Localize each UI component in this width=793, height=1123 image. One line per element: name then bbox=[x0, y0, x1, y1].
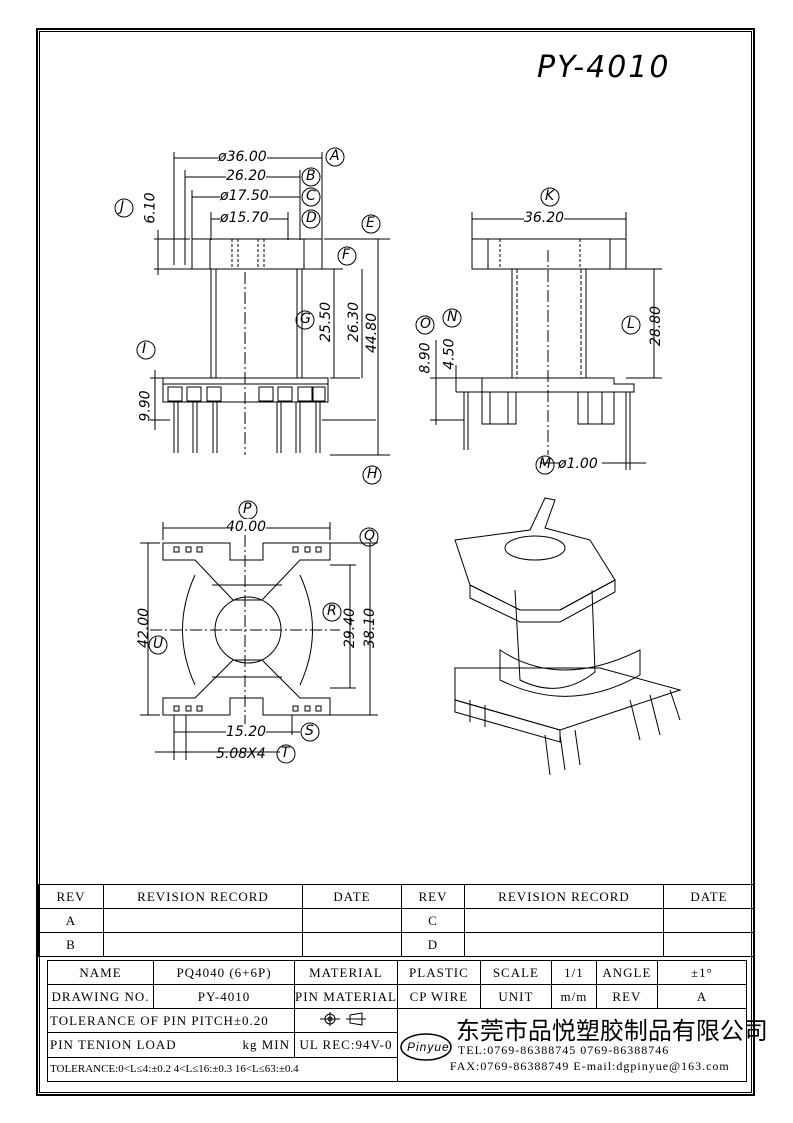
drawing-sheet bbox=[36, 28, 755, 1096]
label-n: N bbox=[447, 309, 458, 325]
dim-42: 42.00 bbox=[136, 607, 153, 649]
label-circles bbox=[114, 147, 641, 764]
label-p: P bbox=[243, 501, 252, 517]
label-h: H bbox=[367, 466, 378, 482]
dim-29-4: 29.40 bbox=[342, 607, 359, 649]
label-e: E bbox=[366, 215, 375, 231]
label-j: J bbox=[120, 199, 125, 215]
pin-material-label: PIN MATERIAL bbox=[294, 984, 398, 1009]
rev-header-2: REV bbox=[401, 884, 465, 909]
revision-record-header: REVISION RECORD bbox=[103, 884, 303, 909]
label-t: T bbox=[281, 745, 290, 761]
angle-label: ANGLE bbox=[595, 960, 658, 985]
label-l: L bbox=[627, 316, 635, 332]
rev-c: C bbox=[401, 908, 465, 933]
pin-material-value: CP WIRE bbox=[396, 984, 481, 1009]
label-u: U bbox=[153, 636, 164, 652]
label-a: A bbox=[330, 148, 340, 164]
name-value: PQ4040 (6+6P) bbox=[153, 960, 295, 985]
label-q: Q bbox=[364, 528, 376, 544]
label-d: D bbox=[306, 210, 317, 226]
svg-text:Pinyue: Pinyue bbox=[407, 1040, 450, 1054]
dim-6-1: 6.10 bbox=[142, 192, 159, 224]
angle-value: ±1° bbox=[656, 960, 748, 985]
material-value: PLASTIC bbox=[396, 960, 481, 985]
rev-label: REV bbox=[595, 984, 658, 1009]
dim-26-3: 26.30 bbox=[346, 301, 363, 343]
label-i: I bbox=[142, 341, 147, 357]
rev-d: D bbox=[401, 932, 465, 957]
dim-15-7: ø15.70 bbox=[220, 210, 269, 226]
label-m: M bbox=[539, 456, 552, 472]
drawing-no-value: PY-4010 bbox=[153, 984, 295, 1009]
dim-28-8: 28.80 bbox=[648, 305, 665, 347]
name-label: NAME bbox=[47, 960, 154, 985]
date-header-2: DATE bbox=[663, 884, 755, 909]
ul-rating: UL REC:94V-0 bbox=[294, 1032, 398, 1058]
dim-26-2: 26.20 bbox=[226, 168, 267, 184]
general-tolerance: TOLERANCE:0<L≤4:±0.2 4<L≤16:±0.3 16<L≤63… bbox=[47, 1056, 398, 1083]
scale-label: SCALE bbox=[479, 960, 552, 985]
isometric-view bbox=[454, 497, 682, 776]
label-b: B bbox=[306, 168, 316, 184]
dim-44-8: 44.80 bbox=[364, 312, 381, 354]
label-o: O bbox=[420, 316, 432, 332]
drawing-no-label: DRAWING NO. bbox=[47, 984, 154, 1009]
material-label: MATERIAL bbox=[294, 960, 398, 985]
revision-table: REV REVISION RECORD DATE REV REVISION RE… bbox=[38, 884, 755, 957]
label-g: G bbox=[300, 311, 311, 327]
dim-9-9: 9.90 bbox=[137, 390, 154, 422]
side-view bbox=[430, 212, 662, 470]
rev-b: B bbox=[38, 932, 104, 957]
dim-4-5: 4.50 bbox=[441, 338, 458, 370]
company-block: Pinyue 东莞市品悦塑胶制品有限公司 TEL:0769-86388745 0… bbox=[398, 1009, 768, 1081]
dim-5-08: 5.08X4 bbox=[216, 746, 266, 762]
drawing-title: PY-4010 bbox=[537, 50, 671, 85]
label-f: F bbox=[342, 247, 351, 263]
pinyue-logo: Pinyue bbox=[400, 1033, 452, 1061]
company-tel: TEL:0769-86388745 0769-86388746 bbox=[457, 1043, 670, 1057]
revision-record-header-2: REVISION RECORD bbox=[464, 884, 664, 909]
unit-label: UNIT bbox=[479, 984, 552, 1009]
pin-tension-value: kg MIN bbox=[242, 1036, 290, 1052]
title-block: NAME PQ4040 (6+6P) MATERIAL PLASTIC SCAL… bbox=[47, 960, 768, 1083]
dim-38-1: 38.10 bbox=[362, 607, 379, 649]
rev-header: REV bbox=[38, 884, 104, 909]
label-k: K bbox=[545, 188, 555, 204]
technical-drawing bbox=[140, 152, 682, 776]
dim-17-5: ø17.50 bbox=[220, 188, 269, 204]
rev-a: A bbox=[38, 908, 104, 933]
pin-tension-label: PIN TENION LOAD bbox=[50, 1036, 177, 1052]
label-s: S bbox=[305, 723, 314, 739]
dim-25-5: 25.50 bbox=[318, 301, 335, 343]
dim-1: ø1.00 bbox=[558, 456, 598, 472]
scale-value: 1/1 bbox=[550, 960, 597, 985]
bottom-view bbox=[140, 522, 378, 760]
dim-40: 40.00 bbox=[226, 519, 267, 535]
tolerance-pin-pitch: TOLERANCE OF PIN PITCH±0.20 bbox=[47, 1007, 295, 1034]
label-r: R bbox=[327, 603, 337, 619]
label-c: C bbox=[306, 188, 316, 204]
dim-36: ø36.00 bbox=[218, 149, 267, 165]
company-fax: FAX:0769-86388749 E-mail:dgpinyue@163.co… bbox=[449, 1059, 730, 1073]
pin-tension-row: PIN TENION LOAD kg MIN bbox=[47, 1032, 295, 1058]
rev-value: A bbox=[656, 984, 748, 1009]
unit-value: m/m bbox=[550, 984, 597, 1009]
projection-symbol bbox=[294, 1007, 398, 1034]
dim-15-2: 15.20 bbox=[226, 724, 267, 740]
date-header: DATE bbox=[302, 884, 402, 909]
dim-8-9: 8.90 bbox=[417, 342, 434, 374]
dim-36-2: 36.20 bbox=[524, 210, 565, 226]
company-name: 东莞市品悦塑胶制品有限公司 bbox=[455, 1017, 768, 1045]
